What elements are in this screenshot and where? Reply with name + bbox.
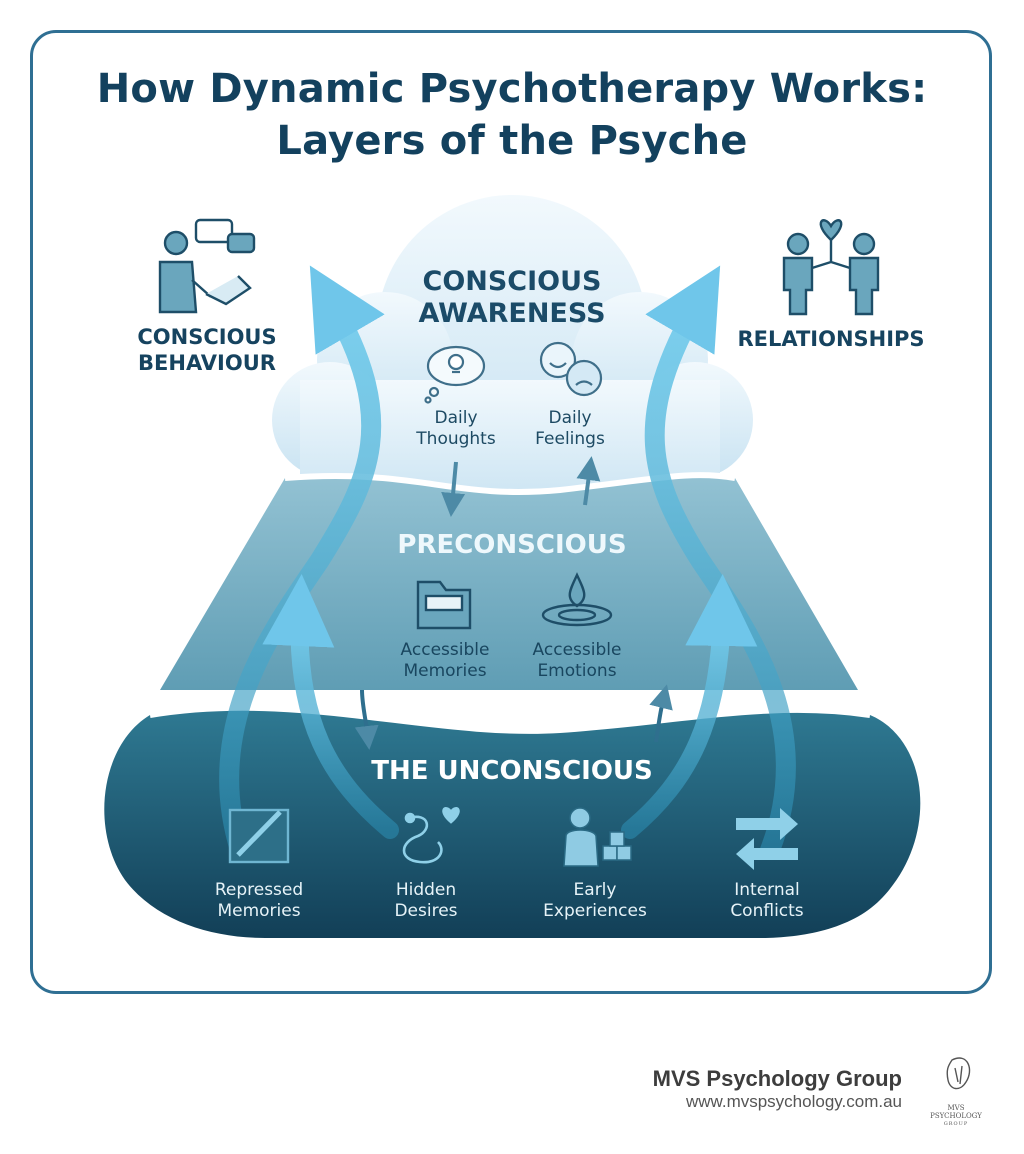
repressed-memories-line-2: Memories [217,901,301,921]
conscious-behaviour-line-2: BEHAVIOUR [138,351,276,375]
arrow-down-to-unconscious [354,689,379,750]
handshake-speech-icon [158,218,256,314]
arrow-up-from-unconscious [649,684,673,743]
internal-conflicts-label: Internal Conflicts [712,880,822,922]
arrow-down-to-preconscious [441,461,466,517]
relationships-label: RELATIONSHIPS [737,327,925,351]
hidden-desires-label: Hidden Desires [372,880,480,922]
thought-bubble-lightbulb-icon [424,345,486,404]
conscious-awareness-heading: CONSCIOUS AWARENESS [392,266,632,330]
hidden-desires-line-2: Desires [394,901,458,921]
preconscious-heading: PRECONSCIOUS [397,530,627,560]
unconscious-heading: THE UNCONSCIOUS [371,756,653,786]
title-line-1: How Dynamic Psychotherapy Works: [96,66,928,112]
early-experiences-label: Early Experiences [530,880,660,922]
mvs-logo-icon [946,1057,971,1090]
accessible-emotions-label: Accessible Emotions [522,640,632,682]
snake-heart-icon [402,807,460,864]
logo-line-2: PSYCHOLOGY [930,1112,982,1120]
daily-thoughts-label: Daily Thoughts [410,408,502,450]
accessible-memories-label: Accessible Memories [390,640,500,682]
brand-url: www.mvspsychology.com.au [685,1092,902,1111]
accessible-memories-line-1: Accessible [400,640,490,660]
water-drop-icon [541,572,613,627]
hidden-desires-line-1: Hidden [395,880,457,900]
child-blocks-icon [563,807,632,867]
early-experiences-line-2: Experiences [543,901,647,921]
repressed-memories-label: Repressed Memories [200,880,318,922]
opposing-arrows-icon [736,808,798,870]
title-line-2: Layers of the Psyche [276,118,748,164]
preconscious-wave-line [284,472,736,495]
internal-conflicts-line-2: Conflicts [730,901,804,921]
brand-name: MVS Psychology Group [652,1066,902,1091]
accessible-emotions-line-1: Accessible [532,640,622,660]
conscious-behaviour-line-1: CONSCIOUS [137,325,277,349]
happy-sad-faces-icon [539,341,603,397]
logo-line-1: MVS [947,1104,965,1112]
folder-icon [416,580,472,630]
repressed-memories-line-1: Repressed [214,880,304,900]
daily-feelings-line-2: Feelings [535,429,605,449]
right-sweeping-arrows [621,265,796,860]
daily-feelings-label: Daily Feelings [524,408,616,450]
arrow-up-to-conscious [576,456,601,506]
two-people-heart-icon [782,219,880,316]
accessible-emotions-line-2: Emotions [537,661,617,681]
early-experiences-line-1: Early [573,880,617,900]
chained-box-icon [228,808,290,864]
conscious-behaviour-label: CONSCIOUS BEHAVIOUR [112,324,302,376]
left-sweeping-arrows [219,265,399,860]
unconscious-layer [104,707,921,938]
accessible-memories-line-2: Memories [403,661,487,681]
daily-thoughts-line-2: Thoughts [416,429,496,449]
conscious-heading-line-2: AWARENESS [418,298,606,329]
logo-wordmark: MVS PSYCHOLOGY GROUP [930,1104,982,1128]
conscious-heading-line-1: CONSCIOUS [422,266,602,297]
internal-conflicts-line-1: Internal [734,880,800,900]
daily-thoughts-line-1: Daily [434,408,478,428]
daily-feelings-line-1: Daily [548,408,592,428]
logo-line-3: GROUP [943,1121,969,1127]
